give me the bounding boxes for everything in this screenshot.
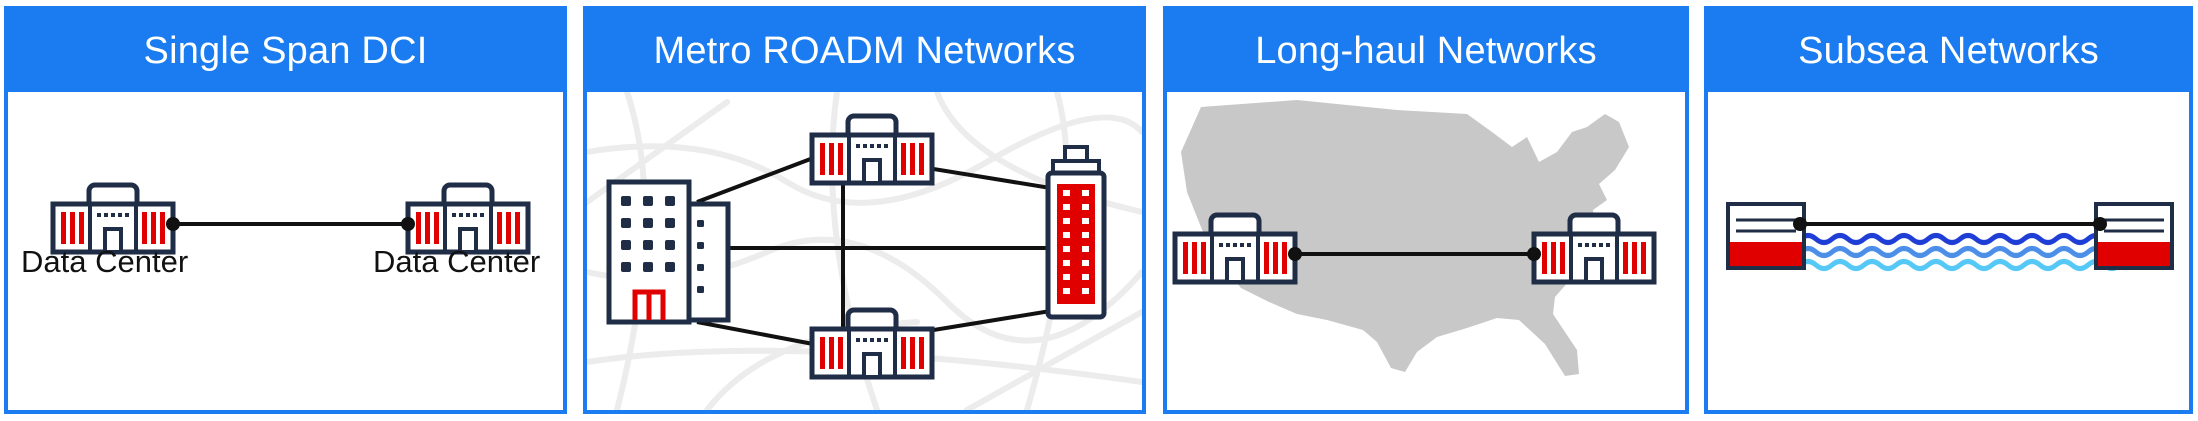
data-center-icon	[53, 185, 173, 252]
data-center-label: Data Center	[373, 244, 541, 279]
link-endpoint	[1793, 217, 1807, 231]
usa-map	[1181, 100, 1629, 376]
data-center-label: Data Center	[21, 244, 189, 279]
link-endpoint	[2093, 217, 2107, 231]
link-endpoint	[401, 217, 415, 231]
panel-single-span-dci: Single Span DCI Data Center Data Center	[4, 6, 567, 414]
data-center-icon	[812, 116, 932, 183]
panel-subsea: Subsea Networks	[1704, 6, 2193, 414]
link-endpoint	[1527, 247, 1541, 261]
skyscraper-icon	[1045, 145, 1107, 320]
panel-metro-roadm: Metro ROADM Networks	[583, 6, 1146, 414]
link-endpoint	[166, 217, 180, 231]
panel-title: Subsea Networks	[1708, 10, 2189, 92]
roadm-links	[687, 150, 1076, 349]
ocean-waves	[1798, 233, 2122, 271]
data-center-icon	[408, 185, 528, 252]
panel-title: Metro ROADM Networks	[587, 10, 1142, 92]
landing-station-icon	[2094, 202, 2174, 270]
panel-long-haul: Long-haul Networks	[1163, 6, 1689, 414]
panel-title: Long-haul Networks	[1167, 10, 1685, 92]
office-building-icon	[606, 179, 731, 325]
landing-station-icon	[1726, 202, 1806, 270]
panel-diagram: Data Center Data Center	[8, 92, 563, 410]
panel-diagram	[1708, 92, 2189, 410]
link-endpoint	[1288, 247, 1302, 261]
panel-diagram	[1167, 92, 1685, 410]
panel-diagram	[587, 92, 1142, 410]
panel-title: Single Span DCI	[8, 10, 563, 92]
